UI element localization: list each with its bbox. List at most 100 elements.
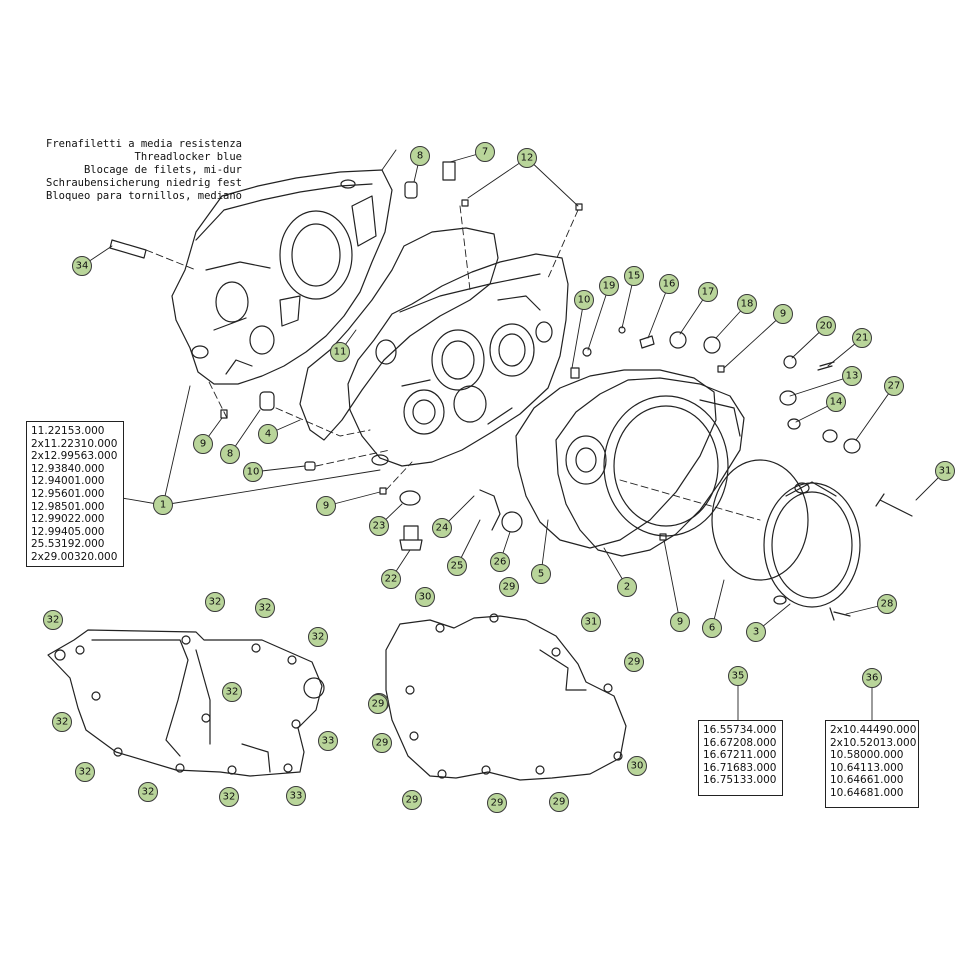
part-number: 10.64681.000: [830, 786, 904, 799]
callout-bubble: [372, 733, 392, 753]
callout-number: 29: [553, 797, 566, 808]
callout-bubble: [415, 587, 435, 607]
callout-32: 32: [43, 610, 63, 630]
callout-number: 2: [624, 582, 630, 593]
callout-number: 29: [376, 738, 389, 749]
callout-number: 20: [820, 321, 833, 332]
callout-12: 12: [517, 148, 537, 168]
callout-22: 22: [381, 569, 401, 589]
callout-9: 9: [316, 496, 336, 516]
callout-4: 4: [258, 424, 278, 444]
callout-bubble: [308, 627, 328, 647]
part-number: 12.99405.000: [31, 525, 105, 538]
callout-32: 32: [219, 787, 239, 807]
callout-26: 26: [490, 552, 510, 572]
callout-bubble: [316, 496, 336, 516]
callout-bubble: [884, 376, 904, 396]
callout-bubble: [499, 577, 519, 597]
cover-gasket: [515, 369, 717, 549]
callout-number: 11: [334, 347, 347, 358]
callout-32: 32: [205, 592, 225, 612]
callout-bubble: [517, 148, 537, 168]
callout-bubble: [617, 577, 637, 597]
callout-bubble: [286, 786, 306, 806]
threadlocker-note: Frenafiletti a media resistenza Threadlo…: [10, 138, 242, 203]
callout-5: 5: [531, 564, 551, 584]
callout-bubble: [487, 793, 507, 813]
callout-number: 18: [741, 299, 754, 310]
callout-34: 34: [72, 256, 92, 276]
part-number: 12.94001.000: [31, 475, 105, 488]
callout-bubble: [138, 782, 158, 802]
callout-11: 11: [330, 342, 350, 362]
callout-9: 9: [193, 434, 213, 454]
callout-9: 9: [773, 304, 793, 324]
part-number: 25.53192.000: [31, 538, 105, 551]
crankcase-right-half: [347, 253, 569, 467]
callout-bubble: [746, 622, 766, 642]
part-list-kit-35: 16.55734.000 16.67208.000 16.67211.000 1…: [698, 720, 783, 796]
callout-number: 31: [939, 466, 952, 477]
callout-number: 32: [312, 632, 325, 643]
callout-number: 28: [881, 599, 894, 610]
callout-29: 29: [368, 694, 388, 714]
callout-number: 25: [451, 561, 464, 572]
callout-18: 18: [737, 294, 757, 314]
callout-bubble: [728, 666, 748, 686]
callout-bubble: [826, 392, 846, 412]
callout-32: 32: [222, 682, 242, 702]
crankcase-gasket: [299, 227, 499, 441]
callout-bubble: [698, 282, 718, 302]
callout-14: 14: [826, 392, 846, 412]
callout-bubble: [381, 569, 401, 589]
callout-bubble: [153, 495, 173, 515]
callout-13: 13: [842, 366, 862, 386]
callout-bubble: [581, 612, 601, 632]
callout-32: 32: [308, 627, 328, 647]
callout-number: 9: [677, 617, 683, 628]
callout-number: 10: [578, 295, 591, 306]
callout-number: 19: [603, 281, 616, 292]
callout-bubble: [490, 552, 510, 572]
callout-number: 6: [709, 623, 715, 634]
callout-19: 19: [599, 276, 619, 296]
part-number: 12.98501.000: [31, 500, 105, 513]
callout-bubble: [475, 142, 495, 162]
callout-number: 32: [142, 787, 155, 798]
callout-32: 32: [255, 598, 275, 618]
callout-number: 8: [227, 449, 233, 460]
part-number: 10.64113.000: [830, 761, 904, 774]
callout-number: 23: [373, 521, 386, 532]
part-number: 16.55734.000: [703, 724, 777, 736]
callout-36: 36: [862, 668, 882, 688]
callout-20: 20: [816, 316, 836, 336]
callout-bubble: [531, 564, 551, 584]
callout-number: 33: [290, 791, 303, 802]
callout-number: 32: [259, 603, 272, 614]
callout-number: 32: [226, 687, 239, 698]
callout-21: 21: [852, 328, 872, 348]
callout-number: 32: [209, 597, 222, 608]
callout-10: 10: [574, 290, 594, 310]
callout-23: 23: [369, 516, 389, 536]
callout-number: 9: [200, 439, 206, 450]
callout-number: 29: [628, 657, 641, 668]
callout-number: 17: [702, 287, 715, 298]
callout-30: 30: [627, 756, 647, 776]
callout-32: 32: [52, 712, 72, 732]
part-number: 2x10.44490.000: [830, 724, 917, 736]
callout-33: 33: [286, 786, 306, 806]
callout-number: 32: [47, 615, 60, 626]
small-parts: [109, 161, 913, 621]
part-number: 10.64661.000: [830, 774, 904, 787]
callout-bubble: [43, 610, 63, 630]
part-number: 16.71683.000: [703, 761, 777, 774]
callout-bubble: [624, 652, 644, 672]
callout-33: 33: [318, 731, 338, 751]
callout-bubble: [447, 556, 467, 576]
part-number: 10.58000.000: [830, 749, 904, 762]
part-number: 16.67211.000: [703, 749, 777, 762]
cover-gasket-flat: [385, 615, 627, 781]
callout-bubble: [773, 304, 793, 324]
